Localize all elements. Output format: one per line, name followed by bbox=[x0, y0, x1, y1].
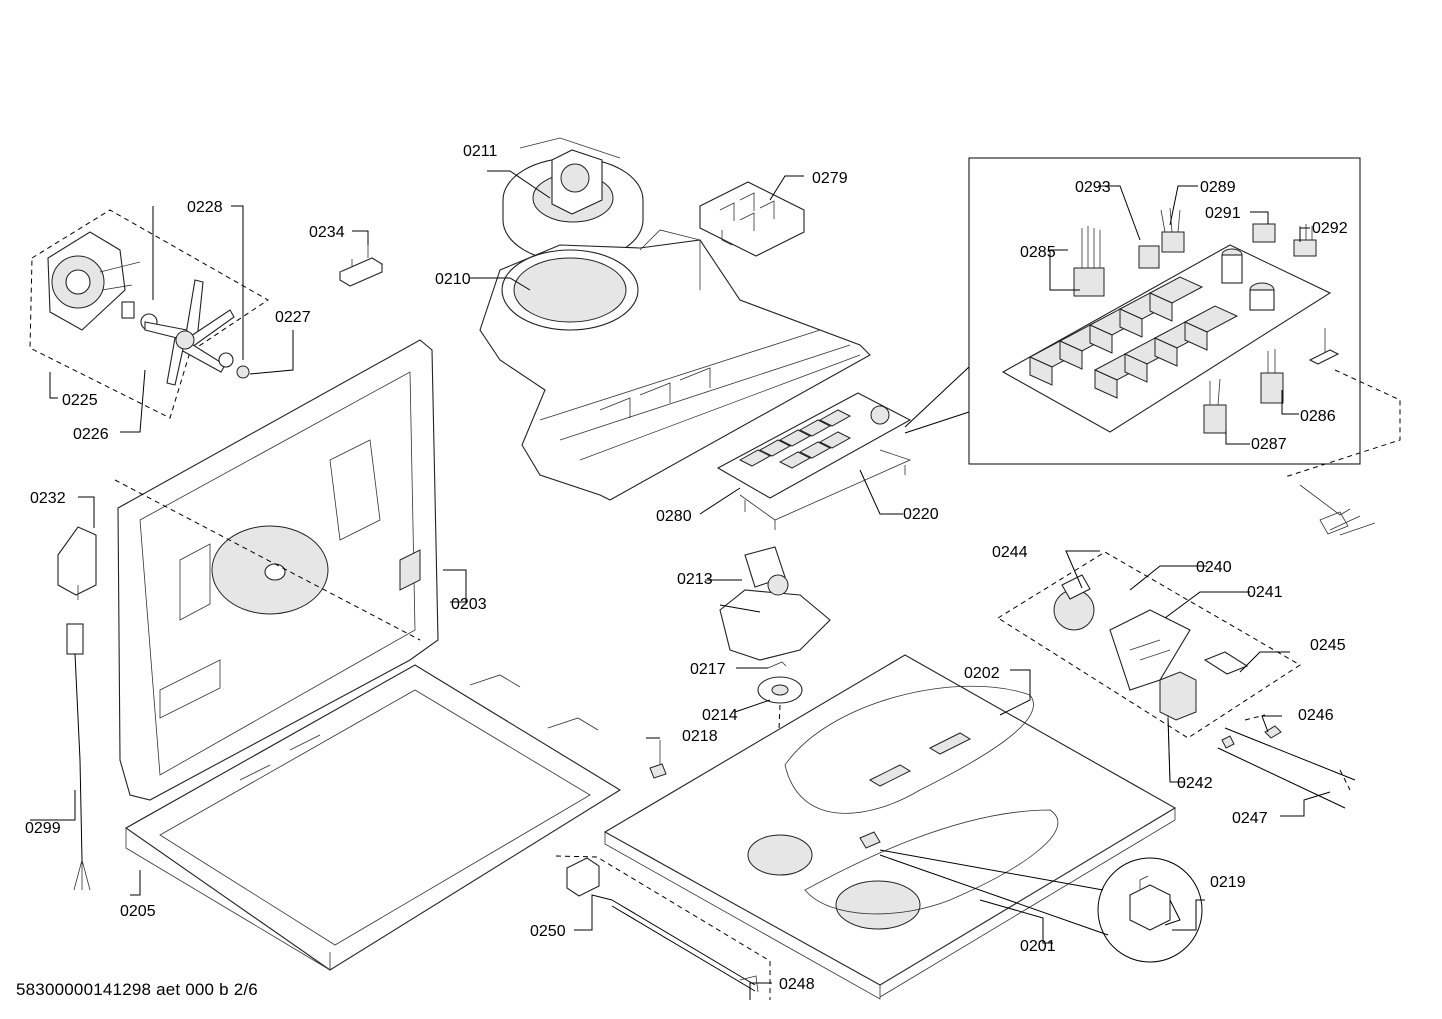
control-board bbox=[716, 392, 912, 530]
mains-cable bbox=[57, 526, 97, 891]
label-0232: 0232 bbox=[30, 490, 66, 507]
label-0279: 0279 bbox=[812, 170, 848, 187]
label-0240: 0240 bbox=[1196, 559, 1232, 576]
label-0225: 0225 bbox=[62, 392, 98, 409]
label-0211: 0211 bbox=[463, 143, 498, 160]
label-0202: 0202 bbox=[964, 665, 1000, 682]
label-0203: 0203 bbox=[451, 596, 487, 613]
label-0241: 0241 bbox=[1247, 584, 1283, 601]
small-sensor bbox=[338, 234, 384, 287]
label-0210: 0210 bbox=[435, 271, 471, 288]
document-code: 58300000141298 aet 000 b 2/6 bbox=[16, 980, 258, 999]
bottom-tray bbox=[124, 664, 622, 971]
label-0285: 0285 bbox=[1020, 244, 1056, 261]
base-plate bbox=[603, 654, 1177, 1000]
slide-rail bbox=[555, 855, 771, 1000]
label-0219: 0219 bbox=[1210, 874, 1246, 891]
label-0246: 0246 bbox=[1298, 707, 1334, 724]
label-0292: 0292 bbox=[1312, 220, 1348, 237]
label-0242: 0242 bbox=[1177, 775, 1213, 792]
label-0218: 0218 bbox=[682, 728, 718, 745]
temperature-sensors bbox=[1217, 714, 1356, 809]
sensor-detail-circle bbox=[879, 849, 1203, 963]
door-lock-assembly bbox=[997, 551, 1301, 783]
label-0287: 0287 bbox=[1251, 436, 1287, 453]
label-0226: 0226 bbox=[73, 426, 109, 443]
label-0280: 0280 bbox=[656, 508, 692, 525]
label-0228: 0228 bbox=[187, 199, 223, 216]
rear-panel bbox=[114, 339, 439, 801]
label-0245: 0245 bbox=[1310, 637, 1346, 654]
label-0291: 0291 bbox=[1205, 205, 1241, 222]
label-0289: 0289 bbox=[1200, 179, 1236, 196]
label-0220: 0220 bbox=[903, 506, 939, 523]
label-0213: 0213 bbox=[677, 571, 713, 588]
label-0227: 0227 bbox=[275, 309, 311, 326]
terminal-block bbox=[699, 181, 805, 257]
leader-lines bbox=[30, 170, 1331, 1000]
label-0248: 0248 bbox=[779, 976, 815, 993]
control-board-detail-inset bbox=[904, 157, 1401, 536]
label-0217: 0217 bbox=[690, 661, 726, 678]
label-0205: 0205 bbox=[120, 903, 156, 920]
label-0214: 0214 bbox=[702, 707, 738, 724]
label-0293: 0293 bbox=[1075, 179, 1111, 196]
convection-fan-assembly bbox=[29, 209, 269, 419]
label-0234: 0234 bbox=[309, 224, 345, 241]
label-0286: 0286 bbox=[1300, 408, 1336, 425]
label-0247: 0247 bbox=[1232, 810, 1268, 827]
part-labels: 0211 0279 0234 0210 0228 0227 0225 0226 … bbox=[25, 143, 1348, 993]
air-duct-housing bbox=[479, 229, 871, 501]
cooling-fan-motor bbox=[502, 137, 644, 263]
label-0250: 0250 bbox=[530, 923, 566, 940]
label-0244: 0244 bbox=[992, 544, 1028, 561]
label-0201: 0201 bbox=[1020, 938, 1056, 955]
fan-duct-assembly bbox=[649, 546, 831, 831]
label-0299: 0299 bbox=[25, 820, 61, 837]
